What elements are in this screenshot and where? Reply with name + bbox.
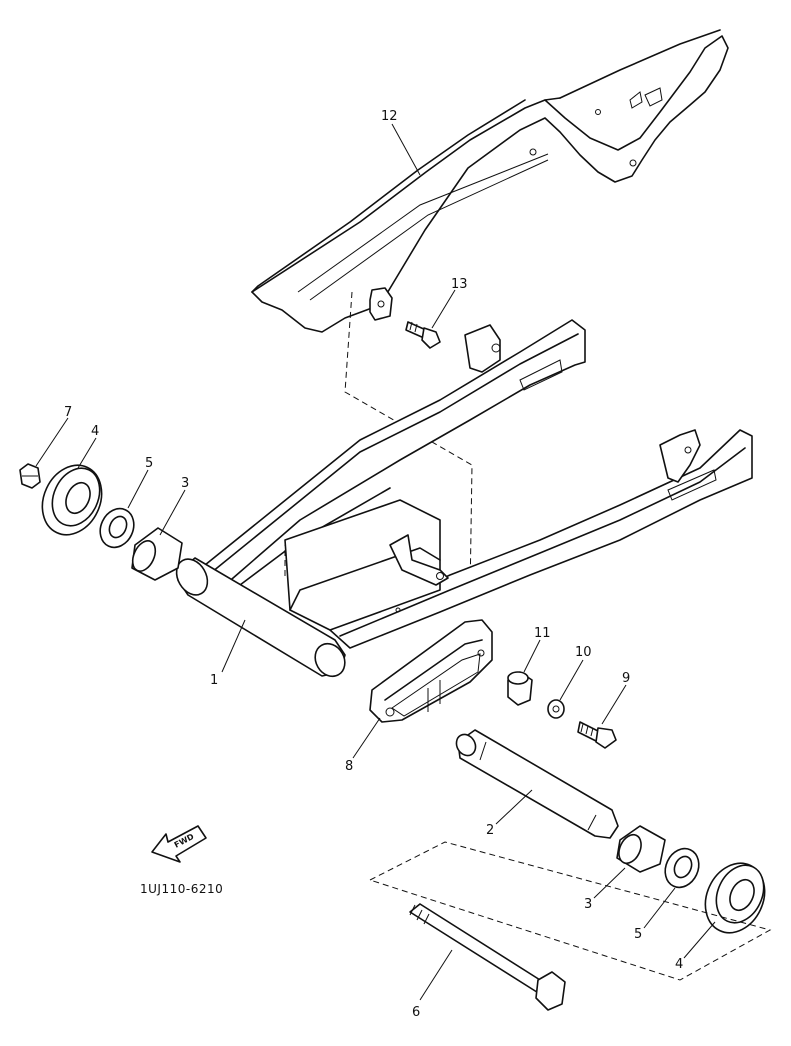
pivot-bolt [409,903,566,1011]
screw-13 [405,321,441,349]
assembly-lines-lower [369,841,772,981]
callout-12: 12 [381,109,398,124]
swingarm [175,319,753,678]
callout-13: 13 [451,277,468,292]
callout-3-right: 3 [584,897,592,912]
callout-4-right: 4 [675,957,683,972]
diagram-code: 1UJ110-6210 [140,882,223,896]
leader-lines [35,123,716,1001]
chain-case [251,29,729,333]
callout-9: 9 [622,671,630,686]
callout-11: 11 [534,626,551,641]
callout-5-right: 5 [634,927,642,942]
bolt-9 [577,721,617,749]
callout-8: 8 [345,759,353,774]
washer-10 [547,699,565,719]
bushing-5-right [664,847,700,889]
collar-11 [507,671,533,706]
callout-7: 7 [64,405,72,420]
callout-10: 10 [575,645,592,660]
bushing-5-left [99,507,135,549]
callout-5-left: 5 [145,456,153,471]
callout-3-left: 3 [181,476,189,491]
callout-2: 2 [486,823,494,838]
seal-4-left [41,464,103,536]
fwd-arrow-icon: FWD [151,825,207,863]
nut-7 [19,463,41,489]
collar-3-left [131,527,183,581]
callout-4-left: 4 [91,424,99,439]
chain-guide [369,619,493,723]
callout-6: 6 [412,1005,420,1020]
collar-3-right [616,825,666,873]
callout-1: 1 [210,673,218,688]
pivot-shaft [455,729,619,839]
seal-4-right [704,862,766,934]
